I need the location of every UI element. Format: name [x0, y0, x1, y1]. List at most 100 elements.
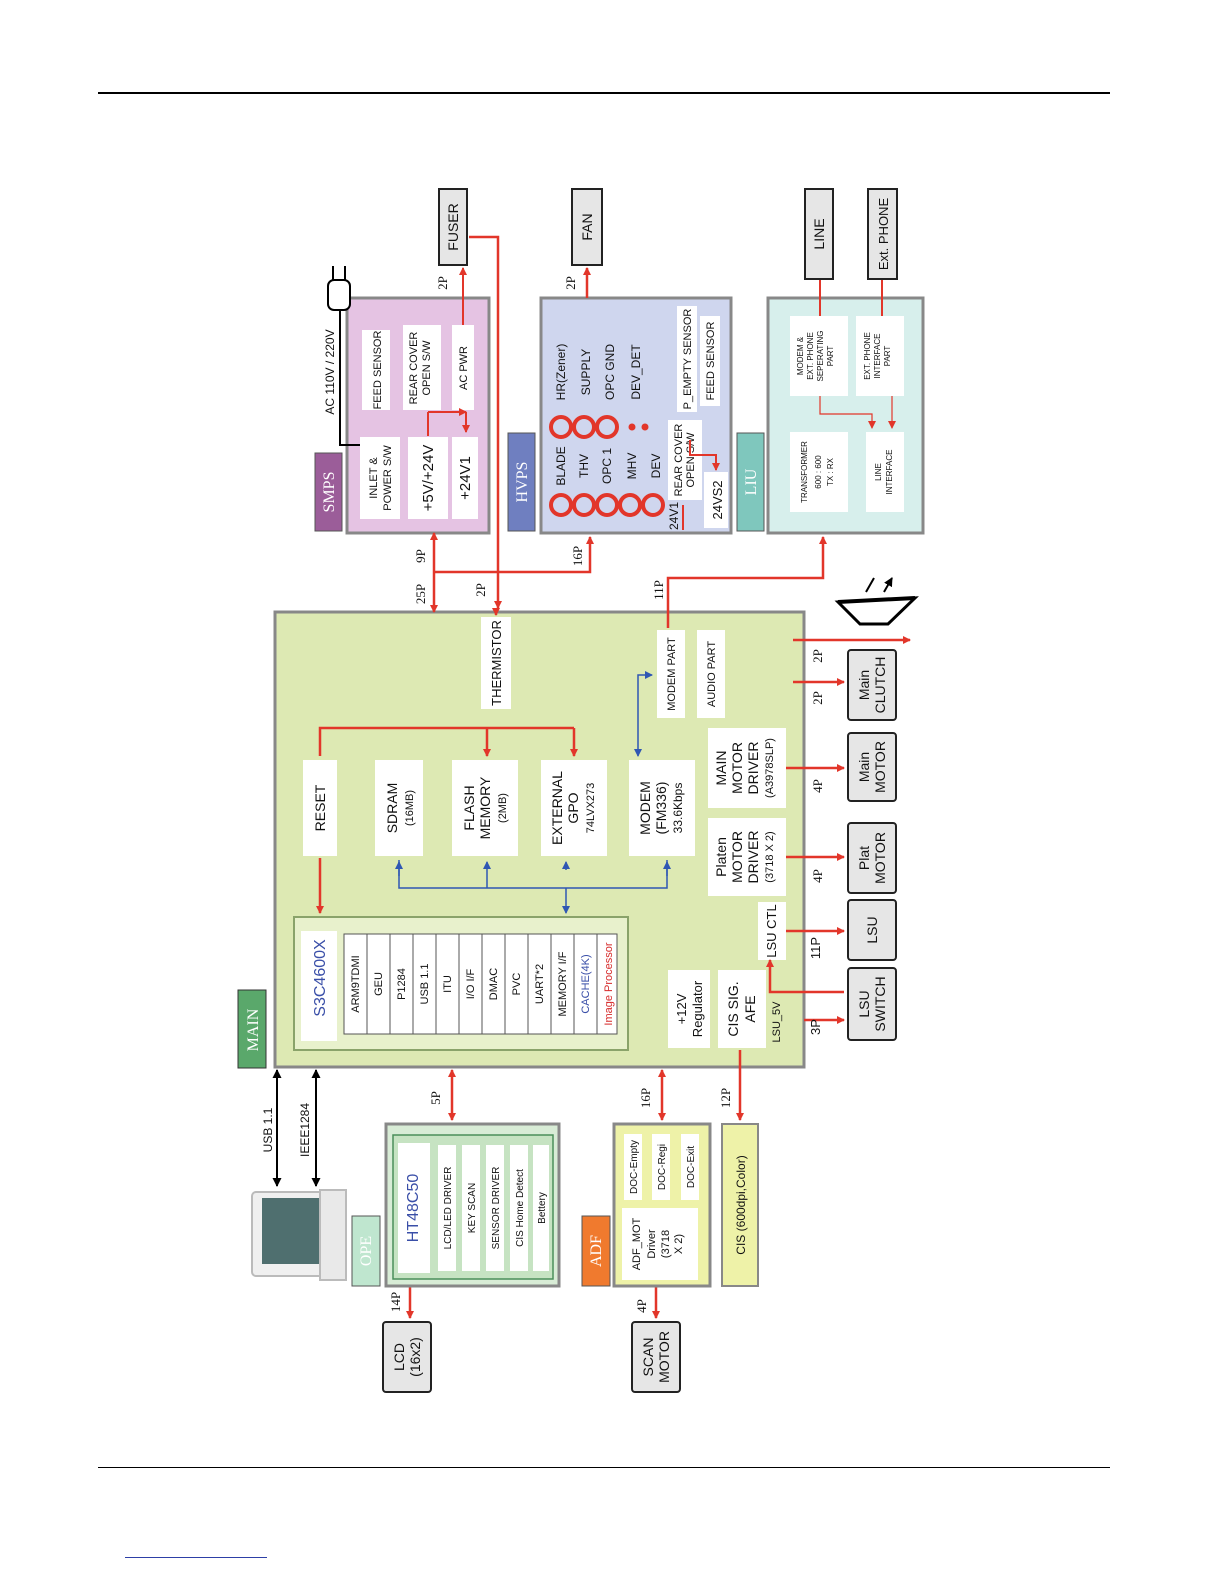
smps-rear-cover-label: REAR COVEROPEN S/W — [408, 332, 433, 405]
ope-key-scan: KEY SCAN — [467, 1183, 478, 1233]
audio-part-label: AUDIO PART — [706, 641, 718, 707]
lsu-switch-block: LSUSWITCH — [847, 967, 897, 1041]
lsu-5v-label: LSU_5V — [771, 1001, 783, 1043]
platen-motor-driver-box — [708, 818, 786, 896]
cpu-uart: UART*2 — [534, 964, 546, 1004]
modem-part-label: MODEM PART — [666, 637, 678, 711]
line-label: LINE — [811, 218, 827, 249]
thermistor-label: THERMISTOR — [489, 620, 504, 706]
hvps-24vs2-box — [704, 472, 728, 528]
conn-lsu-11p: 11P — [808, 937, 823, 959]
inlet-label: INLET &POWER S/W — [368, 445, 394, 511]
lsu-block: LSU — [847, 899, 897, 961]
cpu-image-processor: Image Processor — [603, 942, 615, 1025]
hvps-block: HVPS BLADE THV OPC 1 MHV DEV HR(Zener) S… — [507, 296, 733, 535]
hvps-tag — [507, 432, 536, 532]
pc-links: USB 1.1 IEEE1284 — [261, 1069, 321, 1187]
smps-block: INLET &POWER S/W +5V/+24V +24V1 FEED SEN… — [314, 266, 491, 535]
flash-box — [452, 760, 518, 856]
sdram-box — [375, 760, 423, 856]
inlet-box — [360, 437, 400, 519]
ext-phone-block: Ext. PHONE — [867, 188, 898, 280]
footer-link-underline — [125, 1557, 267, 1558]
liu-tag-label: LIU — [743, 468, 760, 495]
fuser-block: FUSER — [438, 188, 468, 266]
main-tag-label: MAIN — [245, 1008, 262, 1051]
reg12v-label: +12VRegulator — [674, 980, 705, 1037]
reg12v-box — [668, 970, 710, 1048]
connector-labels: 25P 9P 2P 2P 16P 2P 11P 2P 2P 4P 4P 11P … — [388, 276, 825, 1313]
cpu-p1284: P1284 — [396, 968, 408, 1000]
hvps-hr-zener: HR(Zener) — [554, 344, 568, 401]
adf-tag-label: ADF — [588, 1235, 605, 1267]
feed-sensor-box — [362, 330, 390, 410]
liu-tag — [736, 432, 765, 532]
modem-part-box — [657, 630, 685, 718]
hvps-feed-sensor: FEED SENSOR — [705, 322, 717, 401]
hvps-output-rings — [549, 415, 665, 517]
conn-adf-16p: 16P — [638, 1088, 653, 1108]
conn-fan-2p: 2P — [563, 276, 578, 290]
hvps-opc1: OPC 1 — [600, 448, 614, 484]
hvps-opc-gnd: OPC GND — [603, 344, 617, 400]
fuser-label: FUSER — [445, 203, 461, 250]
ac-pwr-box — [452, 325, 474, 410]
out-5v24v-box — [408, 437, 448, 519]
fan-label: FAN — [579, 213, 595, 240]
ope-block: OPE HT48C50 LCD/LED DRIVER KEY SCAN SENS… — [351, 1122, 561, 1288]
cpu-itu: ITU — [442, 975, 454, 993]
flash-label: FLASHMEMORY(2MB) — [461, 776, 509, 839]
lcd-block: LCD(16x2) — [382, 1321, 432, 1393]
lsu-ctl-box — [758, 902, 786, 960]
adf-doc-empty: DOC-Empty — [629, 1140, 640, 1194]
cpu-sub-blocks — [366, 934, 598, 1034]
cpu-label: S3C4600X — [312, 939, 329, 1017]
conn-clutch-2p: 2P — [810, 691, 825, 705]
cpu-dmac: DMAC — [488, 968, 500, 1000]
conn-hvps-16p: 16P — [570, 546, 585, 566]
modem-ext-box — [790, 316, 848, 396]
ope-chip-label: HT48C50 — [405, 1174, 422, 1243]
cpu-usb: USB 1.1 — [419, 964, 431, 1005]
cpu-pvc: PVC — [511, 973, 523, 996]
scan-motor-block: SCANMOTOR — [631, 1321, 681, 1393]
header-rule — [98, 92, 1110, 94]
lsu-switch-label: LSUSWITCH — [856, 976, 888, 1031]
out-5v24v-label: +5V/+24V — [420, 445, 437, 512]
adf-tag — [581, 1215, 611, 1287]
modem-box — [629, 760, 695, 856]
out-24v1-box — [452, 437, 478, 519]
liu-modem-ext: MODEM &EXT. PHONESEPERATINGPART — [796, 331, 835, 382]
lsu-ctl-label: LSU CTL — [764, 904, 779, 957]
cis-afe-box — [718, 970, 766, 1048]
ope-cis-home: CIS Home Detect — [515, 1169, 526, 1247]
hvps-24vs2: 24VS2 — [710, 480, 725, 519]
hvps-supply: SUPPLY — [579, 349, 593, 395]
smps-tag-label: SMPS — [321, 472, 338, 513]
rear-cover-box — [403, 325, 441, 410]
conn-cis-12p: 12P — [718, 1088, 733, 1108]
ac-pwr-label: AC PWR — [458, 346, 470, 390]
audio-part-box — [697, 630, 725, 718]
footer-rule — [98, 1467, 1110, 1468]
pc-icon — [251, 1189, 347, 1281]
cpu-memory-if: MEMORY I/F — [557, 951, 569, 1016]
main-motor-driver-box — [708, 728, 786, 808]
lsu-label: LSU — [864, 916, 880, 943]
main-clutch-label: MainCLUTCH — [856, 657, 888, 714]
cpu-geu: GEU — [373, 972, 385, 996]
adf-doc-exit: DOC-Exit — [686, 1146, 697, 1188]
conn-scan-4p: 4P — [634, 1299, 649, 1313]
reset-box — [303, 760, 337, 856]
conn-fuser-2p-b: 2P — [473, 583, 488, 597]
line-block: LINE — [804, 188, 834, 280]
scan-motor-label: SCANMOTOR — [640, 1331, 672, 1383]
ope-lcd-driver: LCD/LED DRIVER — [443, 1167, 454, 1250]
main-motor-block: MainMOTOR — [847, 732, 897, 802]
main-motor-label: MainMOTOR — [856, 741, 888, 793]
